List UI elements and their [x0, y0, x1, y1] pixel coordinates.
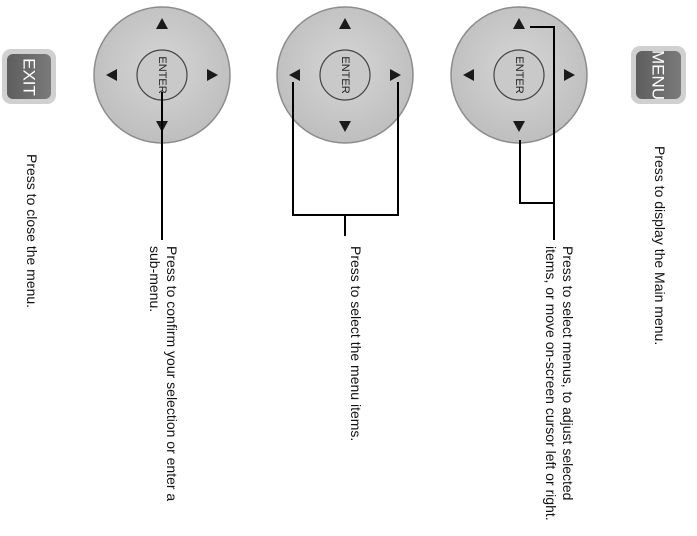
arrow-down-icon[interactable]: [513, 121, 525, 132]
dpad-enter[interactable]: ENTER: [93, 6, 231, 144]
dpad-left-right-label: ENTER: [339, 56, 351, 93]
caption-menu: Press to display the Main menu.: [651, 146, 668, 345]
menu-button[interactable]: MENU: [631, 46, 686, 104]
arrow-right-icon[interactable]: [207, 69, 218, 81]
caption-exit-text: Press to close the menu.: [24, 154, 40, 309]
arrow-left-icon[interactable]: [106, 69, 117, 81]
caption-exit: Press to close the menu.: [23, 154, 40, 308]
caption-enter-line2: sub-menu.: [147, 246, 163, 313]
arrow-up-icon[interactable]: [513, 18, 525, 29]
dpad-up-down-label: ENTER: [513, 56, 525, 93]
dpad-up-down[interactable]: ENTER: [450, 6, 588, 144]
menu-button-label: MENU: [649, 50, 668, 100]
caption-up-down-line2: items, or move on-screen cursor left or …: [543, 246, 559, 521]
arrow-left-icon[interactable]: [463, 69, 474, 81]
caption-left-right: Press to select the menu items.: [347, 246, 364, 441]
exit-button-label: EXIT: [20, 58, 39, 96]
arrow-right-icon[interactable]: [390, 69, 401, 81]
arrow-down-icon[interactable]: [339, 121, 351, 132]
dpad-left-right[interactable]: ENTER: [276, 6, 414, 144]
caption-enter: Press to confirm your selection or enter…: [146, 246, 180, 501]
caption-up-down: Press to select menus, to adjust selecte…: [542, 246, 576, 521]
caption-menu-text: Press to display the Main menu.: [652, 146, 668, 346]
arrow-up-icon[interactable]: [339, 18, 351, 29]
dpad-enter-label: ENTER: [156, 56, 168, 93]
caption-enter-line1: Press to confirm your selection or enter…: [164, 246, 180, 502]
arrow-right-icon[interactable]: [564, 69, 575, 81]
caption-up-down-line1: Press to select menus, to adjust selecte…: [560, 246, 576, 501]
arrow-left-icon[interactable]: [289, 69, 300, 81]
exit-button[interactable]: EXIT: [2, 49, 56, 104]
arrow-up-icon[interactable]: [156, 18, 168, 29]
caption-left-right-text: Press to select the menu items.: [348, 246, 364, 442]
leader-lines: [161, 26, 555, 240]
